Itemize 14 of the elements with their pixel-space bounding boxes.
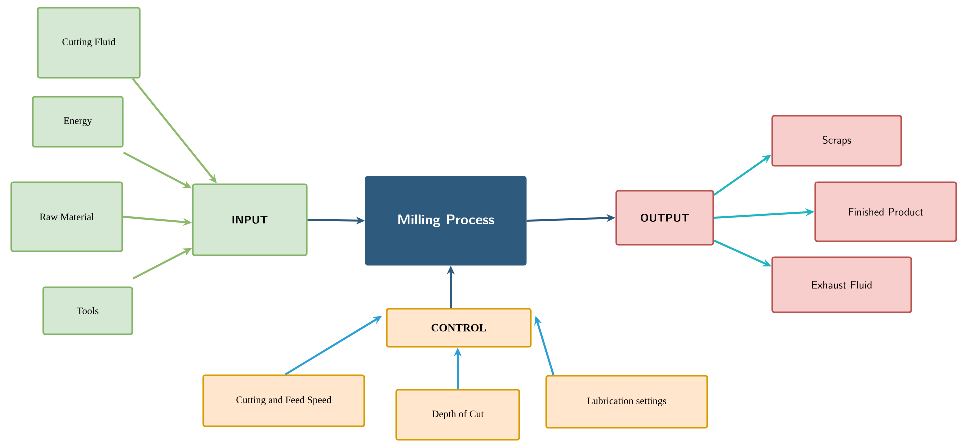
process-box: Milling Process xyxy=(365,176,527,266)
control-box: Depth of Cut xyxy=(396,389,520,441)
input-box: Cutting Fluid xyxy=(37,7,141,79)
control-box: Cutting and Feed Speed xyxy=(202,374,366,428)
control-box: Lubrication settings xyxy=(546,375,708,429)
input-box: Raw Material xyxy=(10,182,124,252)
output-box: Scraps xyxy=(772,115,902,167)
output-box: Exhaust Fluid xyxy=(772,256,912,314)
input-box: INPUT xyxy=(192,184,308,256)
input-box: Tools xyxy=(42,286,134,336)
input-box: Energy xyxy=(32,96,124,148)
output-box: OUTPUT xyxy=(616,190,714,246)
output-box: Finished Product xyxy=(814,182,958,242)
control-box: CONTROL xyxy=(386,308,532,348)
